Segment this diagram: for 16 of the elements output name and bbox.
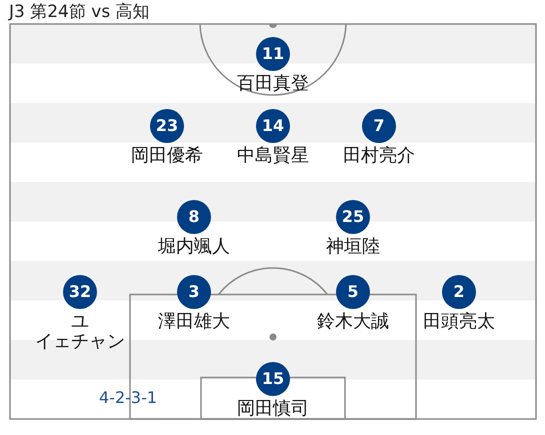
jersey-number: 25 — [336, 200, 370, 234]
player-name: 田頭亮太 — [423, 312, 495, 332]
player-name: 鈴木大誠 — [317, 312, 389, 332]
player-name: 岡田慎司 — [237, 399, 309, 419]
player-name: 田村亮介 — [343, 146, 415, 166]
player-name: 神垣陸 — [326, 237, 380, 257]
player-name: 百田真登 — [237, 74, 309, 94]
jersey-number: 15 — [256, 362, 290, 396]
player-name: 中島賢星 — [237, 146, 309, 166]
player-name: 澤田雄大 — [158, 312, 230, 332]
player-name: 堀内颯人 — [158, 237, 230, 257]
title: J3 第24節 vs 高知 — [9, 2, 150, 23]
jersey-number: 8 — [177, 200, 211, 234]
formation-label: 4-2-3-1 — [99, 388, 158, 408]
player-name: ユイェチャン — [35, 312, 125, 352]
player-name: 岡田優希 — [131, 146, 203, 166]
